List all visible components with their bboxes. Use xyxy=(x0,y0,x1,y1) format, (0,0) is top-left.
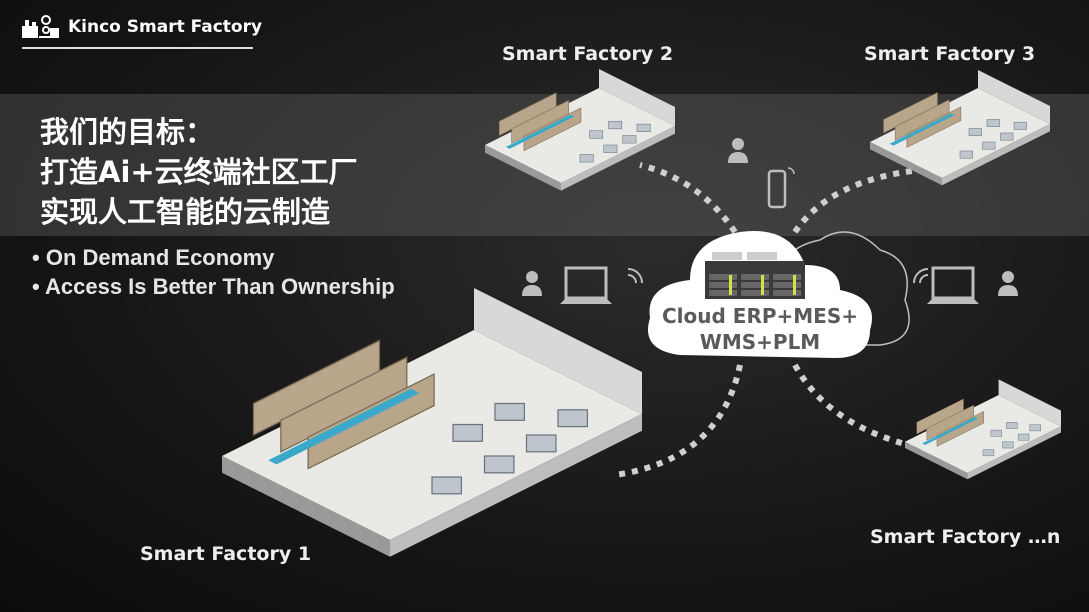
logo-text: Kinco Smart Factory xyxy=(68,17,263,37)
bullet-item: • On Demand Economy xyxy=(32,245,275,270)
user-icon xyxy=(998,271,1018,296)
factory-logo-icon xyxy=(22,15,59,38)
laptop-icon xyxy=(558,266,614,306)
factory-2-image xyxy=(484,68,676,192)
title-line: 我们的目标： xyxy=(40,115,215,149)
factory-3-image xyxy=(869,69,1051,186)
bullet-list: • On Demand Economy • Access Is Better T… xyxy=(32,243,395,301)
wifi-icon xyxy=(913,268,929,284)
factory-1-image xyxy=(220,286,644,558)
user-icon xyxy=(728,138,748,163)
factory-2-label: Smart Factory 2 xyxy=(502,43,674,65)
laptop-icon xyxy=(925,266,981,306)
logo-underline xyxy=(22,47,253,49)
factory-n-image xyxy=(904,379,1062,480)
page-title: 我们的目标： 打造Ai+云终端社区工厂 实现人工智能的云制造 xyxy=(40,112,358,232)
cloud-systems-label: Cloud ERP+MES+ WMS+PLM xyxy=(662,304,858,354)
connector-factory-2 xyxy=(639,162,738,234)
server-icon xyxy=(705,252,805,299)
title-line: 打造Ai+云终端社区工厂 xyxy=(40,155,358,189)
logo: Kinco Smart Factory xyxy=(22,14,262,40)
user-icon xyxy=(522,271,542,296)
wifi-icon xyxy=(627,268,643,284)
connector-lines xyxy=(614,162,931,478)
connector-factory-3 xyxy=(792,167,921,234)
factory-3-label: Smart Factory 3 xyxy=(864,43,1036,65)
connector-factory-n xyxy=(792,363,931,453)
title-line: 实现人工智能的云制造 xyxy=(40,195,331,229)
smartphone-icon xyxy=(767,167,795,209)
bullet-item: • Access Is Better Than Ownership xyxy=(32,274,395,299)
factory-n-label: Smart Factory …n xyxy=(870,526,1061,548)
factory-1-label: Smart Factory 1 xyxy=(140,543,312,565)
